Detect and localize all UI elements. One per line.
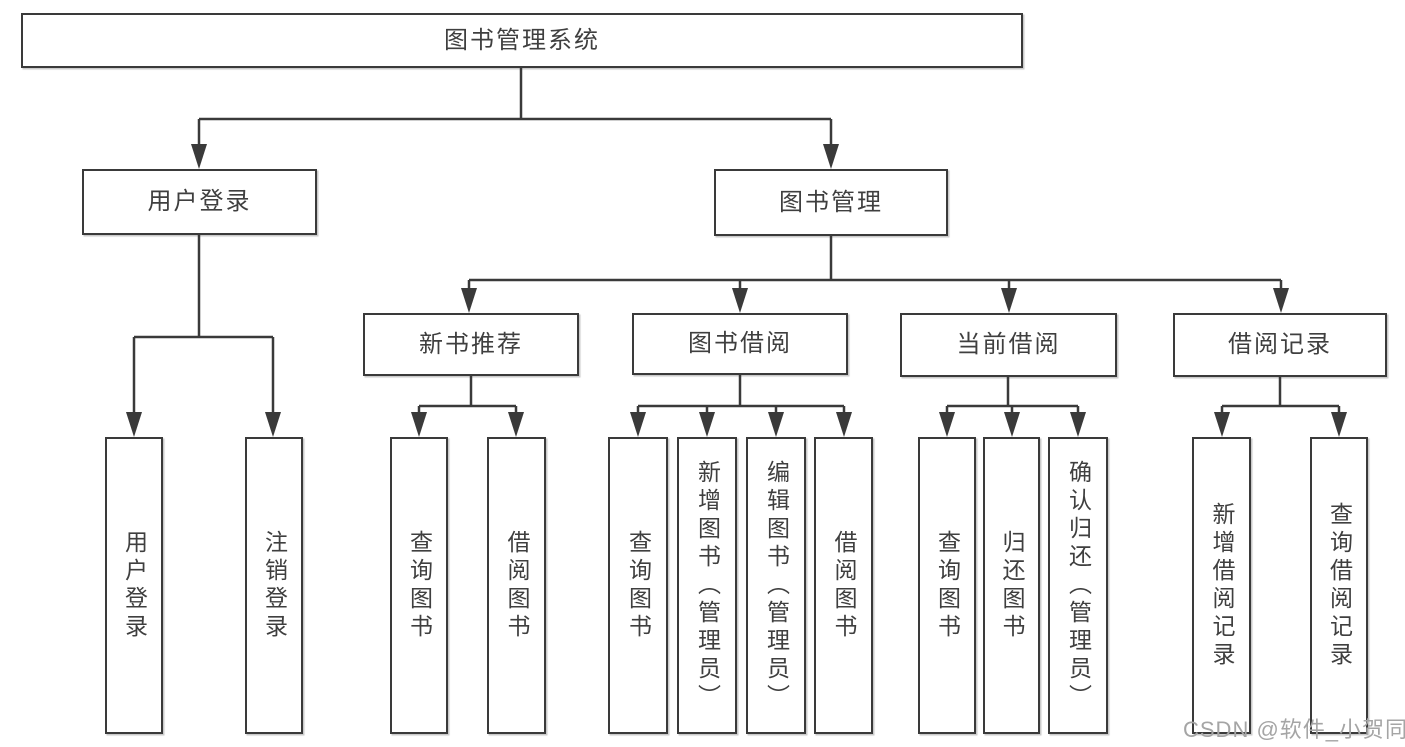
leaf-query-books-borrow: 查询图书 (608, 437, 668, 734)
leaf-user-login: 用户登录 (105, 437, 163, 734)
node-user-login: 用户登录 (82, 169, 317, 235)
node-label: 图书管理 (779, 188, 883, 216)
arrowheads-level3 (461, 288, 1289, 313)
leaf-label: 注销登录 (261, 529, 288, 642)
leaf-logout: 注销登录 (245, 437, 303, 734)
arrowheads-leaves (126, 412, 1347, 437)
leaf-label: 查询图书 (934, 529, 961, 642)
node-new-book-recommend: 新书推荐 (363, 313, 579, 376)
leaf-label: 查询图书 (625, 529, 652, 642)
connector-root-to-level2 (197, 68, 833, 144)
leaf-label: 确认归还（管理员） (1065, 459, 1092, 712)
connector-newbook-to-leaves (417, 375, 518, 412)
connector-record-to-leaves (1220, 377, 1341, 412)
node-label: 借阅记录 (1228, 331, 1332, 358)
node-book-management: 图书管理 (714, 169, 948, 236)
leaf-confirm-return-admin: 确认归还（管理员） (1048, 437, 1108, 734)
connector-login-to-leaves (132, 235, 275, 412)
node-current-borrowing: 当前借阅 (900, 313, 1117, 377)
node-label: 新书推荐 (419, 330, 523, 358)
node-label: 用户登录 (147, 188, 252, 215)
connector-borrow-to-leaves (636, 375, 846, 412)
csdn-watermark: CSDN @软件_小贺同学 (1183, 717, 1405, 742)
leaf-borrow-books: 借阅图书 (814, 437, 873, 734)
leaf-return-books: 归还图书 (983, 437, 1040, 734)
leaf-add-borrow-record: 新增借阅记录 (1192, 437, 1251, 734)
leaf-label: 归还图书 (999, 529, 1025, 642)
node-book-borrowing: 图书借阅 (632, 313, 848, 375)
node-label: 当前借阅 (956, 331, 1061, 358)
node-library-management-system: 图书管理系统 (21, 13, 1023, 68)
leaf-label: 新增图书（管理员） (694, 459, 721, 712)
leaf-label: 查询借阅记录 (1326, 501, 1353, 670)
leaf-label: 用户登录 (121, 529, 148, 642)
leaf-query-books-current: 查询图书 (918, 437, 976, 734)
leaf-borrow-books-newbook: 借阅图书 (487, 437, 546, 734)
leaf-label: 编辑图书（管理员） (763, 459, 790, 712)
leaf-query-books-newbook: 查询图书 (390, 437, 448, 734)
connector-current-to-leaves (945, 377, 1080, 412)
node-label: 图书管理系统 (444, 26, 600, 54)
leaf-label: 借阅图书 (504, 529, 530, 642)
leaf-label: 查询图书 (406, 529, 433, 642)
leaf-label: 借阅图书 (831, 529, 857, 642)
leaf-add-books-admin: 新增图书（管理员） (677, 437, 737, 734)
node-label: 图书借阅 (688, 330, 792, 357)
arrowheads-level2 (191, 144, 839, 169)
node-borrowing-records: 借阅记录 (1173, 313, 1387, 377)
leaf-edit-books-admin: 编辑图书（管理员） (746, 437, 806, 734)
connector-bookmgmt-to-level3 (467, 236, 1283, 288)
leaf-query-borrow-record: 查询借阅记录 (1310, 437, 1368, 734)
leaf-label: 新增借阅记录 (1209, 501, 1235, 670)
